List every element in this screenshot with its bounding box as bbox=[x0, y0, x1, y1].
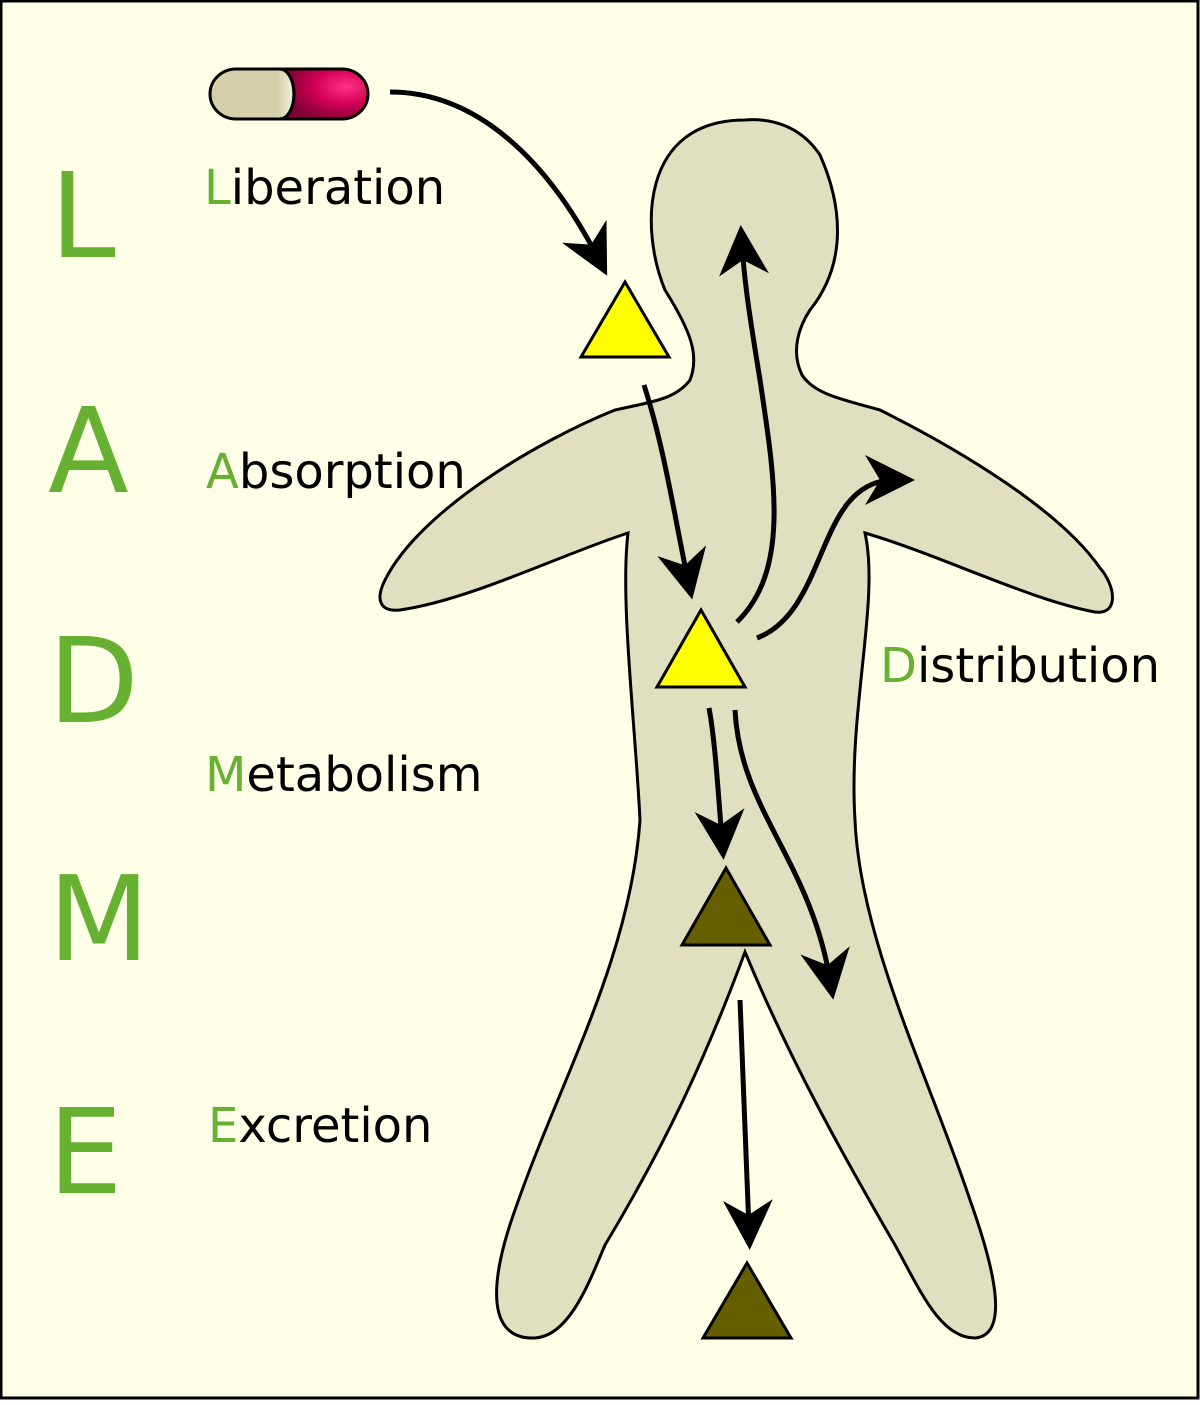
arrow-metabolism bbox=[694, 707, 745, 860]
label-liberation: Liberation bbox=[204, 160, 445, 216]
drug-molecule-liberated bbox=[578, 279, 672, 359]
arrow-liberation bbox=[389, 89, 608, 276]
capsule-icon bbox=[208, 67, 370, 121]
label-metabolism: Metabolism bbox=[205, 747, 482, 803]
label-metabolism-rest: etabolism bbox=[246, 747, 482, 803]
label-excretion-rest: xcretion bbox=[238, 1098, 432, 1154]
label-metabolism-initial: M bbox=[205, 747, 246, 803]
metabolite-molecule bbox=[679, 864, 773, 947]
human-body-silhouette bbox=[378, 118, 1114, 1340]
label-excretion-initial: E bbox=[208, 1098, 238, 1154]
ladme-acronym: L A D M E bbox=[48, 147, 150, 1221]
drug-molecule-absorbed bbox=[654, 606, 748, 689]
arrow-absorption bbox=[641, 384, 707, 600]
arrow-distribution-leg bbox=[732, 709, 850, 1000]
arrows bbox=[389, 89, 915, 1250]
arrow-distribution-head bbox=[719, 225, 777, 624]
label-liberation-initial: L bbox=[204, 160, 231, 216]
arrow-distribution-arm bbox=[756, 455, 915, 641]
acronym-letter-l: L bbox=[50, 147, 116, 285]
acronym-letter-d: D bbox=[48, 612, 139, 750]
label-liberation-rest: iberation bbox=[231, 160, 445, 216]
acronym-letter-e: E bbox=[48, 1083, 123, 1221]
excreted-molecule bbox=[700, 1260, 794, 1340]
label-absorption-rest: bsorption bbox=[239, 444, 466, 500]
acronym-letter-m: M bbox=[48, 850, 150, 988]
label-absorption-initial: A bbox=[206, 444, 239, 500]
arrow-excretion bbox=[722, 999, 773, 1250]
acronym-letter-a: A bbox=[48, 382, 129, 520]
label-distribution: Distribution bbox=[880, 638, 1160, 694]
label-absorption: Absorption bbox=[206, 444, 466, 500]
label-distribution-initial: D bbox=[880, 638, 917, 694]
label-distribution-rest: istribution bbox=[917, 638, 1160, 694]
label-excretion: Excretion bbox=[208, 1098, 432, 1154]
